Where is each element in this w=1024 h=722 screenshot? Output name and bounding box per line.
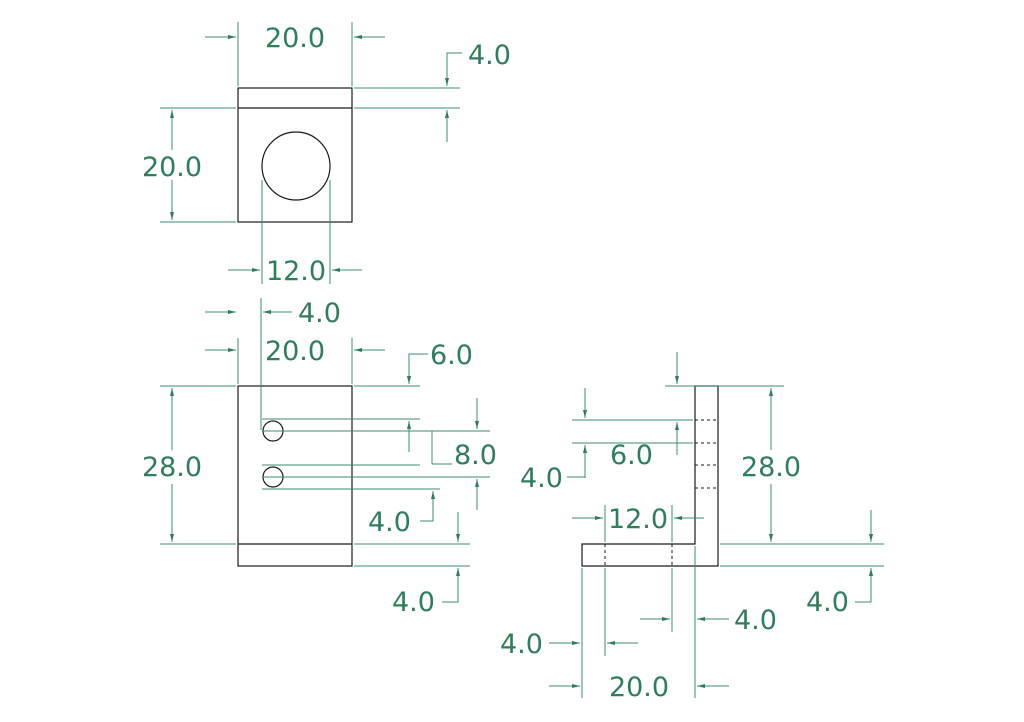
front-hole-offset-label: 4.0 bbox=[298, 298, 341, 329]
front-view: 4.0 20.0 6.0 8.0 4.0 28.0 bbox=[142, 298, 497, 618]
front-view-outline bbox=[237, 385, 353, 567]
side-left-offset-label: 4.0 bbox=[520, 463, 563, 494]
top-view-hole bbox=[261, 131, 331, 201]
side-base-thickness-label: 4.0 bbox=[806, 587, 849, 618]
top-width-label: 20.0 bbox=[265, 23, 325, 54]
side-view-profile bbox=[581, 385, 719, 567]
side-inner-label: 12.0 bbox=[608, 504, 668, 535]
front-hole-spacing-label: 8.0 bbox=[454, 440, 497, 471]
front-hole-bottom-label: 4.0 bbox=[368, 507, 411, 538]
top-hole-diameter-label: 12.0 bbox=[266, 256, 326, 287]
front-width-label: 20.0 bbox=[265, 336, 325, 367]
front-height-label: 28.0 bbox=[142, 452, 202, 483]
side-height-label: 28.0 bbox=[741, 452, 801, 483]
top-view: 20.0 4.0 20.0 12.0 bbox=[142, 22, 511, 287]
side-top-gap-label: 6.0 bbox=[610, 440, 653, 471]
top-lip-label: 4.0 bbox=[468, 40, 511, 71]
top-view-outline bbox=[237, 87, 353, 223]
top-height-label: 20.0 bbox=[142, 152, 202, 183]
front-top-gap-label: 6.0 bbox=[430, 340, 473, 371]
side-left-edge-label: 4.0 bbox=[500, 629, 543, 660]
side-view: 6.0 4.0 28.0 12.0 4.0 4.0 bbox=[500, 352, 884, 703]
side-wall-label: 4.0 bbox=[734, 605, 777, 636]
side-width-label: 20.0 bbox=[609, 672, 669, 703]
front-base-label: 4.0 bbox=[392, 587, 435, 618]
